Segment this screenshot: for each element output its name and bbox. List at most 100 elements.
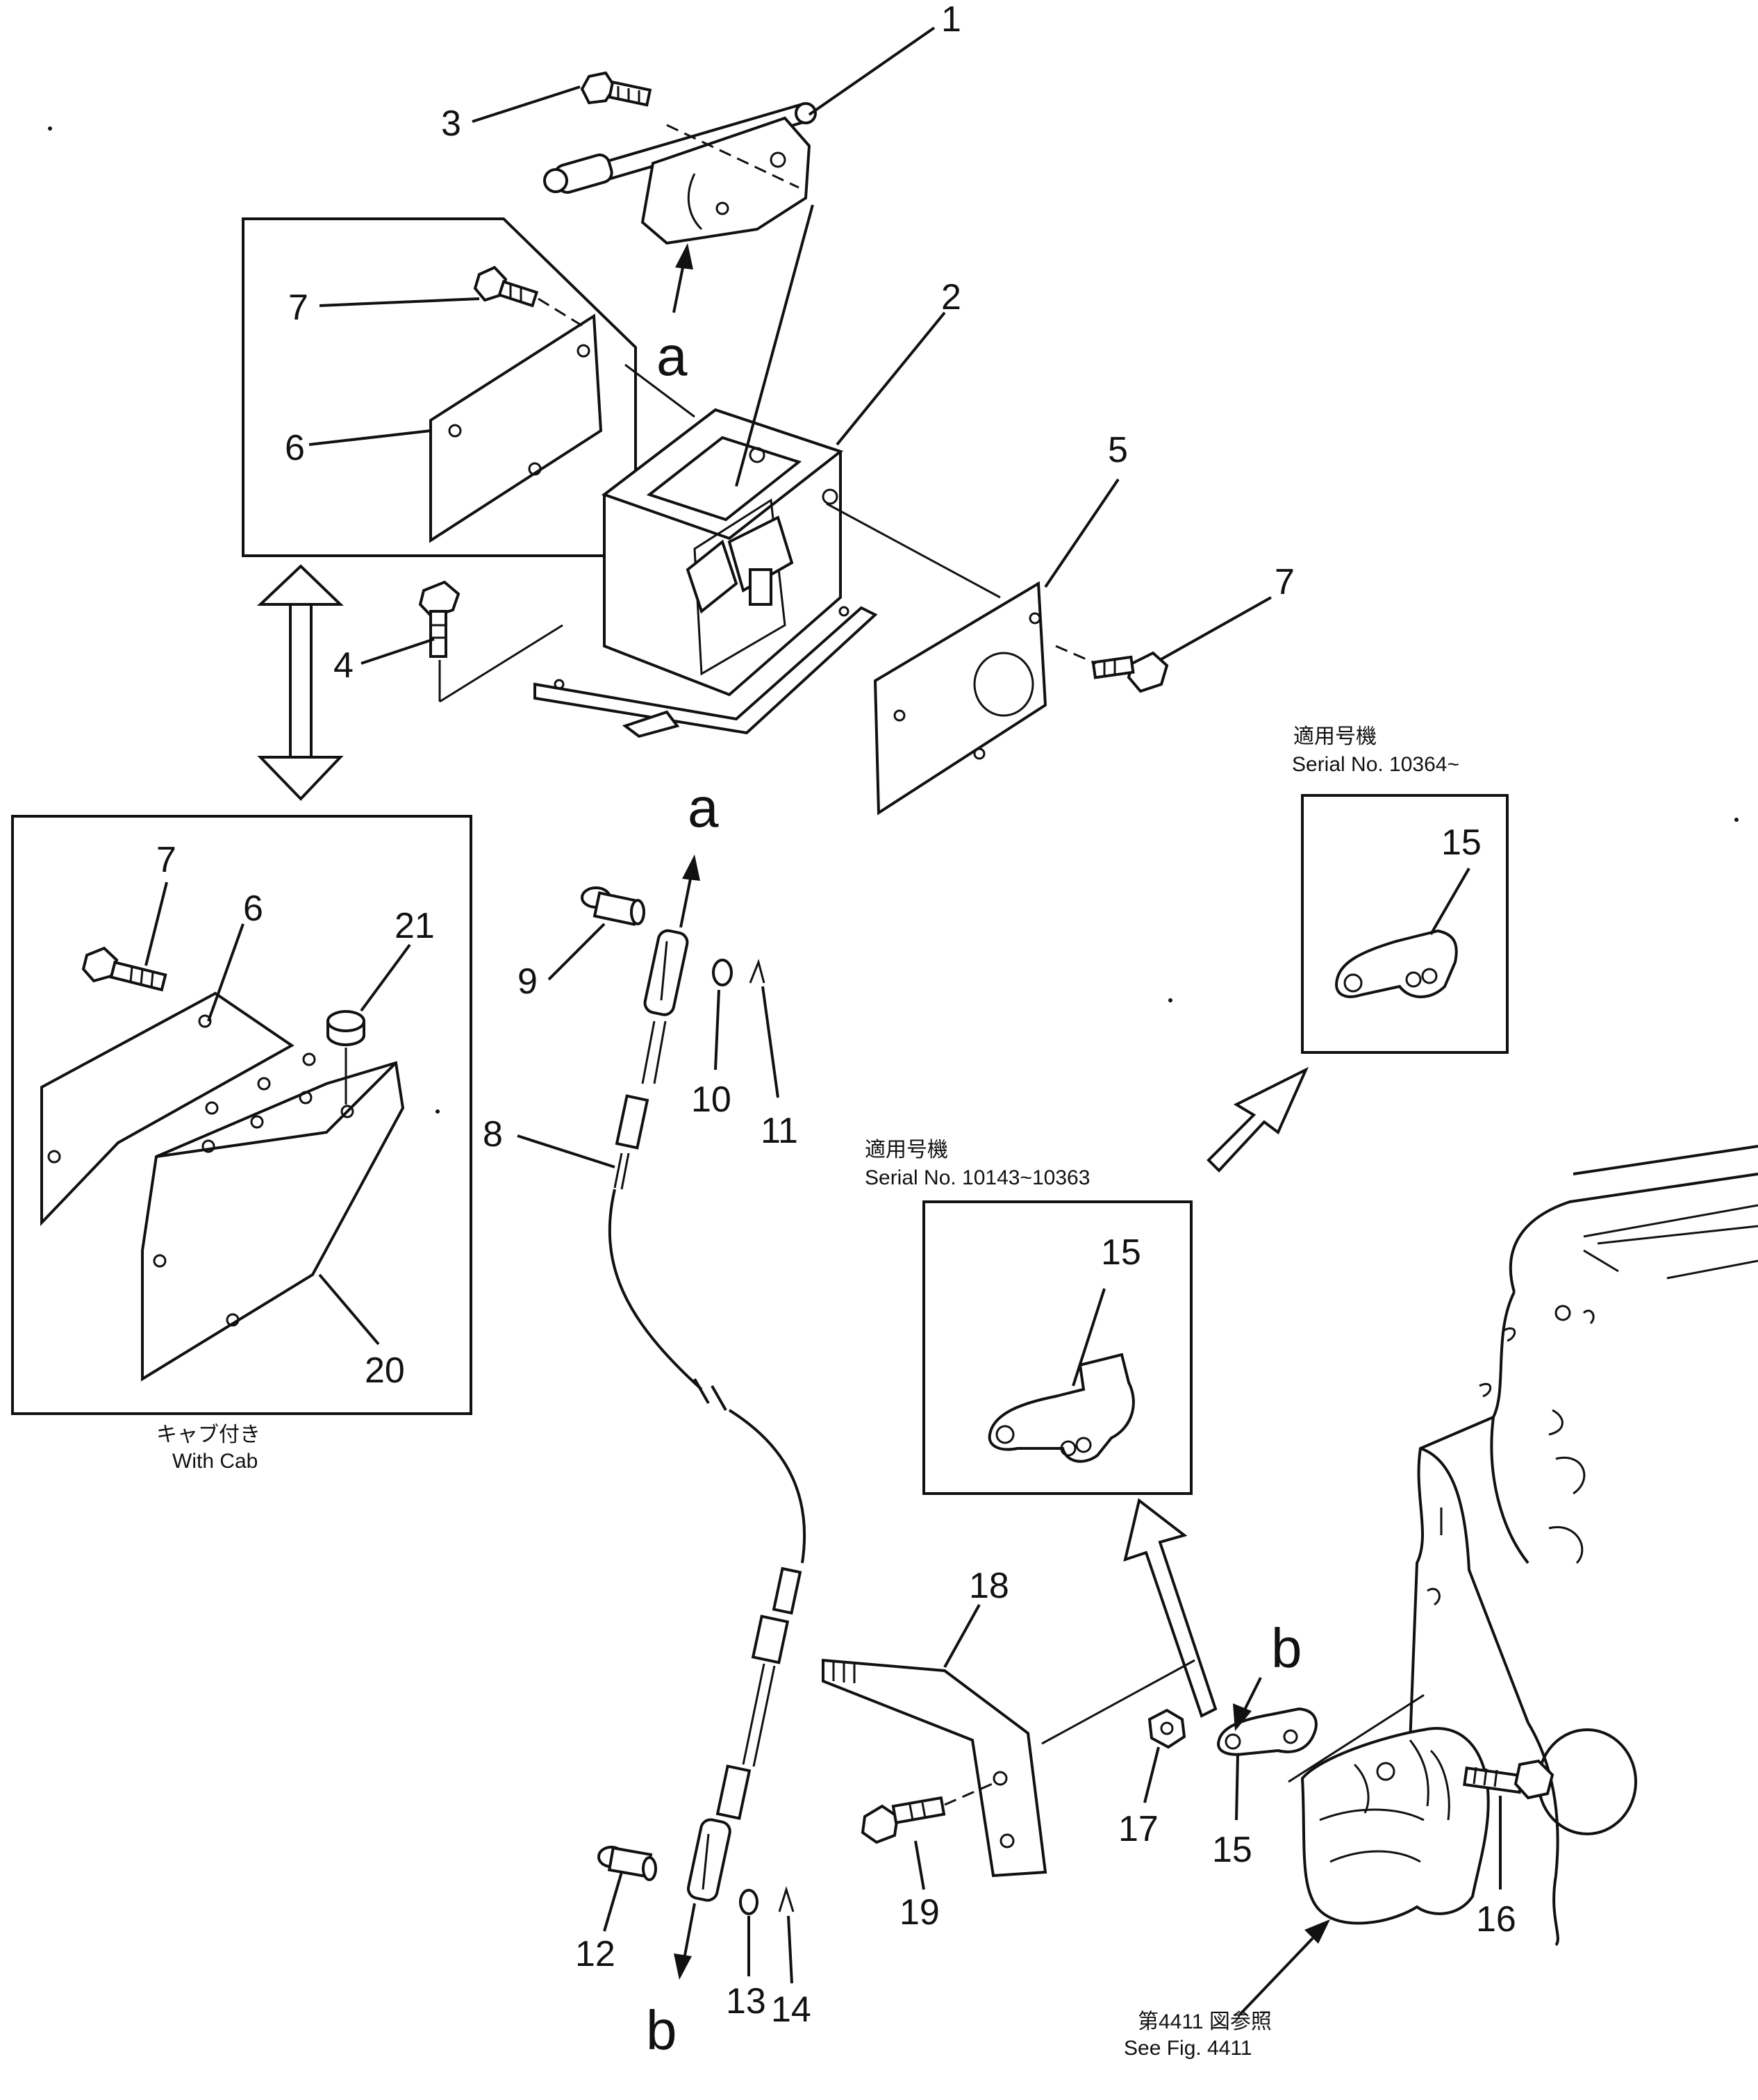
leader-15-serial1 bbox=[1429, 867, 1470, 936]
leader-4 bbox=[360, 638, 435, 665]
arrow-to-serial2 bbox=[1123, 1498, 1218, 1718]
inset-with-cab-frame bbox=[11, 815, 472, 1415]
governor-assembly bbox=[1300, 1727, 1490, 1925]
leader-17 bbox=[1143, 1746, 1160, 1803]
connector-a-top: a bbox=[656, 325, 688, 387]
speck bbox=[436, 1109, 440, 1114]
serial1-en: Serial No. 10364~ bbox=[1292, 753, 1459, 776]
bolt-part-7-cab bbox=[81, 946, 167, 992]
leader-14 bbox=[787, 1915, 793, 1984]
cover-panel-6-cab bbox=[40, 991, 295, 1226]
see-fig-en: See Fig. 4411 bbox=[1124, 2037, 1252, 2060]
bolt-part-19 bbox=[861, 1780, 997, 1844]
callout-6-inset: 6 bbox=[285, 428, 305, 468]
leader-12 bbox=[603, 1871, 623, 1932]
callout-15-engine: 15 bbox=[1212, 1830, 1252, 1870]
leader-7-cab bbox=[144, 882, 168, 966]
bolt-part-16 bbox=[1463, 1759, 1554, 1800]
leader-11 bbox=[761, 986, 779, 1098]
callout-10: 10 bbox=[691, 1080, 731, 1120]
leader-19 bbox=[914, 1840, 925, 1890]
callout-1: 1 bbox=[941, 0, 961, 40]
serial2-en: Serial No. 10143~10363 bbox=[865, 1166, 1090, 1189]
callout-16: 16 bbox=[1476, 1899, 1516, 1940]
callout-14: 14 bbox=[771, 1990, 811, 2030]
inset-serial1-frame bbox=[1301, 794, 1509, 1054]
bolt-part-7-inset bbox=[473, 265, 584, 328]
cover-plate-part-5 bbox=[826, 502, 1047, 816]
arrow-b-cable bbox=[674, 1903, 696, 1980]
speck bbox=[1168, 998, 1172, 1002]
callout-4: 4 bbox=[333, 645, 354, 686]
see-fig-jp: 第4411 図参照 bbox=[1138, 2010, 1272, 2033]
leader-10 bbox=[714, 989, 720, 1070]
callout-8: 8 bbox=[483, 1114, 503, 1155]
speck bbox=[1734, 818, 1739, 822]
arrow-to-serial1 bbox=[1206, 1066, 1309, 1173]
callout-12: 12 bbox=[575, 1934, 615, 1974]
inset-serial2-frame bbox=[922, 1200, 1193, 1495]
pin-part-12 bbox=[597, 1846, 657, 1881]
leader-9 bbox=[547, 923, 606, 981]
cover-panel-6-top bbox=[429, 313, 603, 543]
callout-2: 2 bbox=[941, 277, 961, 317]
callout-11: 11 bbox=[761, 1111, 798, 1151]
bolt-part-7-right bbox=[1055, 645, 1169, 693]
serial2-jp: 適用号機 bbox=[865, 1139, 948, 1161]
arrow-b-engine bbox=[1233, 1677, 1262, 1731]
bolt-part-3 bbox=[580, 71, 652, 107]
callout-21: 21 bbox=[395, 906, 435, 946]
leader-15-serial2 bbox=[1072, 1288, 1106, 1387]
with-cab-jp: キャブ付き bbox=[156, 1423, 260, 1446]
serial1-jp: 適用号機 bbox=[1293, 725, 1377, 748]
leader-6-inset bbox=[308, 429, 431, 446]
bracket-part-20 bbox=[141, 1052, 405, 1382]
callout-7-cab: 7 bbox=[156, 840, 176, 880]
speck bbox=[48, 126, 52, 131]
arrow-a-top bbox=[672, 243, 693, 313]
lever-part-1 bbox=[543, 102, 817, 245]
leader-1 bbox=[808, 26, 936, 116]
arrow-a-cable bbox=[679, 854, 700, 928]
leader-21 bbox=[360, 943, 411, 1012]
plug-part-21 bbox=[326, 1010, 365, 1105]
callout-15-serial1: 15 bbox=[1441, 822, 1482, 863]
leader-3 bbox=[472, 85, 581, 123]
callout-13: 13 bbox=[726, 1981, 766, 2022]
callout-18: 18 bbox=[969, 1566, 1009, 1606]
washer-part-13 bbox=[739, 1889, 758, 1915]
leader-7-inset bbox=[319, 297, 480, 307]
callout-6-cab: 6 bbox=[243, 888, 263, 929]
cable-part-8 bbox=[608, 929, 806, 1902]
pin-part-9 bbox=[581, 886, 645, 927]
connector-a-cable: a bbox=[688, 777, 719, 838]
leader-18 bbox=[943, 1604, 981, 1668]
bracket-part-18 bbox=[822, 1658, 1047, 1878]
with-cab-en: With Cab bbox=[172, 1450, 258, 1473]
callout-7-inset: 7 bbox=[288, 288, 308, 328]
nut-part-17 bbox=[1147, 1708, 1186, 1749]
leader-2 bbox=[836, 311, 946, 446]
engine-block bbox=[1288, 1145, 1758, 1946]
callout-5: 5 bbox=[1108, 430, 1128, 470]
cotter-pin-part-14 bbox=[778, 1885, 795, 1912]
double-arrow bbox=[256, 564, 344, 801]
leader-7-right bbox=[1159, 596, 1272, 661]
callout-9: 9 bbox=[517, 961, 538, 1002]
connector-b-cable: b bbox=[646, 1999, 677, 2061]
lever-part-15-engine bbox=[1217, 1707, 1318, 1756]
callout-15-serial2: 15 bbox=[1101, 1232, 1141, 1273]
callout-20: 20 bbox=[365, 1350, 405, 1391]
callout-3: 3 bbox=[441, 104, 461, 144]
cotter-pin-part-11 bbox=[749, 959, 765, 984]
callout-17: 17 bbox=[1118, 1809, 1159, 1849]
callout-19: 19 bbox=[899, 1892, 940, 1933]
arrow-see-fig bbox=[1238, 1919, 1330, 2016]
leader-20 bbox=[318, 1273, 380, 1346]
leader-5 bbox=[1044, 478, 1120, 588]
control-box-part-2 bbox=[533, 204, 878, 738]
leader-8 bbox=[517, 1134, 615, 1168]
bolt-part-4 bbox=[418, 580, 563, 703]
leader-6-cab bbox=[207, 923, 244, 1022]
